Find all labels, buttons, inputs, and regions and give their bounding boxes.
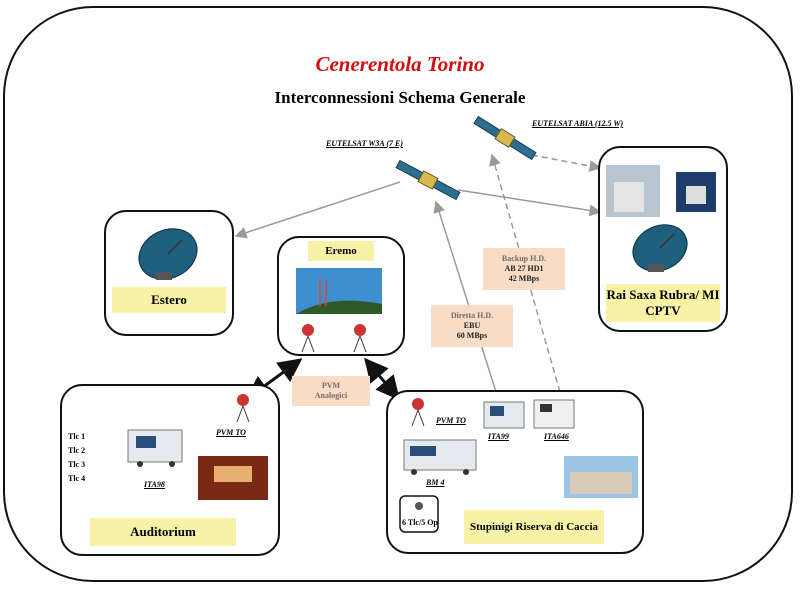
link-diretta-label: Diretta H.D. EBU 60 MBps: [431, 305, 513, 347]
camera-icon: [236, 394, 250, 423]
link-pvm-line2: Analogici: [314, 391, 348, 400]
link-w3a-rai: [457, 189, 602, 217]
satellite-w3a-icon: [395, 159, 461, 201]
link-backup-line3: 42 MBps: [508, 274, 540, 283]
link-diretta-line2: EBU: [463, 321, 481, 330]
diagram-frame: [3, 6, 793, 582]
auditorium-truck-label: ITA98: [144, 480, 165, 489]
link-diretta: [433, 200, 497, 393]
link-backup-line1: Backup H.D.: [501, 254, 547, 263]
label-estero: Estero: [112, 287, 226, 313]
auditorium-photo: [198, 456, 268, 500]
link-pvm-label: PVM Analogici: [292, 376, 370, 406]
crew-box: [399, 495, 439, 533]
link-diretta-line3: 60 MBps: [456, 331, 488, 340]
camera-icon: [411, 398, 425, 427]
palace-photo: [564, 456, 638, 498]
label-stupinigi: Stupinigi Riserva di Caccia: [464, 510, 604, 544]
link-pvm-line1: PVM: [321, 381, 341, 390]
van-icon: [533, 399, 575, 429]
label-rai: Rai Saxa Rubra/ MI CPTV: [606, 284, 720, 322]
stupinigi-truck1-label: ITA99: [488, 432, 509, 441]
camera-label: Tlc 3: [68, 460, 86, 469]
stupinigi-truck2-label: ITA646: [544, 432, 569, 441]
satellite-w3a-label: EUTELSAT W3A (7 E): [326, 139, 403, 148]
link-backup-label: Backup H.D. AB 27 HD1 42 MBps: [483, 248, 565, 290]
camera-icon: [301, 324, 315, 353]
satellite-abia-label: EUTELSAT ABIA (12.5 W): [532, 119, 624, 128]
satellite-abia-icon: [473, 115, 537, 161]
camera-label: Tlc 4: [68, 474, 86, 483]
diagram-subtitle: Interconnessioni Schema Generale: [274, 88, 526, 107]
camera-icon: [353, 324, 367, 353]
auditorium-pvm-label: PVM TO: [216, 428, 246, 437]
camera-label: Tlc 2: [68, 446, 86, 455]
camera-label: Tlc 1: [68, 432, 86, 441]
link-eremo-stupinigi: [364, 357, 400, 401]
label-auditorium: Auditorium: [90, 518, 236, 546]
link-w3a-estero: [234, 181, 401, 239]
link-backup-line2: AB 27 HD1: [504, 264, 544, 273]
link-abia-rai: [531, 154, 602, 172]
diagram-title: Cenerentola Torino: [315, 52, 485, 76]
ob-truck-icon: [483, 401, 525, 429]
ob-truck-icon: [403, 439, 477, 475]
stupinigi-pvm-label: PVM TO: [436, 416, 466, 425]
stupinigi-truck3-label: BM 4: [426, 478, 445, 487]
stupinigi-crew-label: 6 Tlc/5 Op: [402, 518, 438, 527]
link-diretta-line1: Diretta H.D.: [450, 311, 494, 320]
label-eremo: Eremo: [308, 241, 374, 261]
ob-truck-icon: [127, 429, 183, 467]
